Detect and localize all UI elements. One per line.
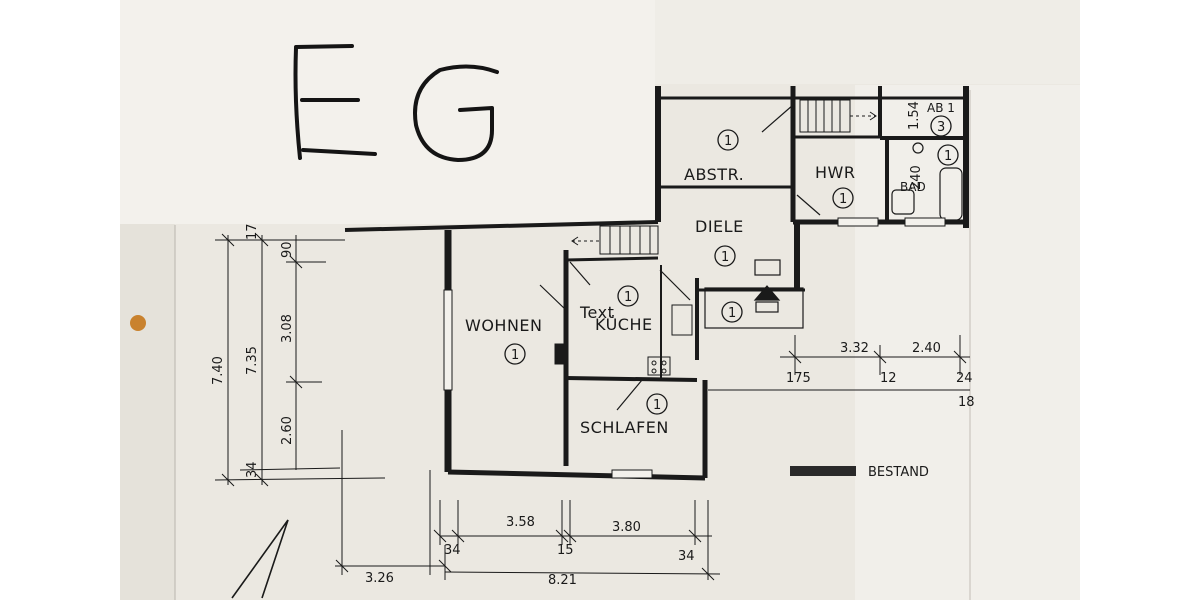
dim-left-c: 2.60 <box>280 416 295 445</box>
legend-bar <box>790 466 856 476</box>
sheet-title-handwritten <box>293 44 499 162</box>
room-label-wohnen: WOHNEN <box>465 316 543 335</box>
svg-text:1: 1 <box>944 149 952 164</box>
circled-number-ab: 3 <box>930 115 952 137</box>
dimension-lines-bottom <box>335 500 721 581</box>
circled-number-hwr: 1 <box>832 187 854 209</box>
stairs-lower <box>571 225 659 255</box>
circled-number-entry: 1 <box>721 301 743 323</box>
dim-bottom-821: 8.21 <box>548 573 577 588</box>
dim-left-inner: 7.35 <box>245 346 260 375</box>
svg-text:1: 1 <box>839 192 847 207</box>
room-label-text: Text <box>579 303 614 322</box>
door-swings <box>539 104 821 411</box>
room-label-ab: AB 1 <box>927 101 955 115</box>
circled-number-schlafen: 1 <box>646 393 668 415</box>
room-label-schlafen: SCHLAFEN <box>580 418 669 437</box>
punched-hole <box>130 315 146 331</box>
circled-number-abstr: 1 <box>717 129 739 151</box>
svg-text:1: 1 <box>653 398 661 413</box>
dim-right-332: 3.32 <box>840 341 869 356</box>
windows <box>443 217 946 479</box>
dimension-lines-left <box>214 233 431 575</box>
dim-right-12: 12 <box>880 371 897 386</box>
entry-fixtures <box>704 259 804 329</box>
legend-label-bestand: BESTAND <box>868 465 929 480</box>
dim-left-a: 90 <box>280 241 295 258</box>
dim-bottom-358: 3.58 <box>506 515 535 530</box>
dim-right-18: 18 <box>958 395 975 410</box>
dim-left-top: 17 <box>245 223 260 240</box>
dim-bottom-34a: 34 <box>444 543 461 558</box>
dim-bottom-15: 15 <box>557 543 574 558</box>
circled-number-kuche: 1 <box>617 285 639 307</box>
circled-number-bad: 1 <box>937 144 959 166</box>
dim-bottom-380: 3.80 <box>612 520 641 535</box>
room-label-abstr: ABSTR. <box>684 165 744 184</box>
kitchen-fixtures <box>554 304 693 376</box>
dim-bad-240: 240 <box>909 165 924 190</box>
dim-ab-154: 1.54 <box>907 101 922 130</box>
dim-left-b: 3.08 <box>280 314 295 343</box>
svg-text:1: 1 <box>721 250 729 265</box>
dim-right-24: 24 <box>956 371 973 386</box>
dimension-lines-right <box>708 335 970 391</box>
pen-stroke <box>231 519 289 599</box>
stairs-upper <box>799 99 877 133</box>
dim-bottom-34b: 34 <box>678 549 695 564</box>
svg-text:1: 1 <box>624 290 632 305</box>
dim-left-total: 7.40 <box>211 356 226 385</box>
dim-bottom-326: 3.26 <box>365 571 394 586</box>
room-label-diele: DIELE <box>695 217 744 236</box>
svg-text:1: 1 <box>511 348 519 363</box>
svg-text:3: 3 <box>937 120 945 135</box>
dim-left-d: 34 <box>245 461 260 478</box>
paper-left-strip <box>120 220 175 600</box>
bath-fixtures <box>891 142 963 221</box>
room-label-kuche: KÜCHE <box>595 315 653 334</box>
room-label-bad: BAD <box>900 180 926 194</box>
dim-right-240: 2.40 <box>912 341 941 356</box>
note-paper <box>120 0 655 224</box>
circled-number-diele: 1 <box>714 245 736 267</box>
room-label-hwr: HWR <box>815 163 855 182</box>
note-paper-right <box>655 0 1080 84</box>
circled-number-wohnen: 1 <box>504 343 526 365</box>
dim-right-175: 175 <box>786 371 811 386</box>
svg-text:1: 1 <box>728 306 736 321</box>
svg-text:1: 1 <box>724 134 732 149</box>
